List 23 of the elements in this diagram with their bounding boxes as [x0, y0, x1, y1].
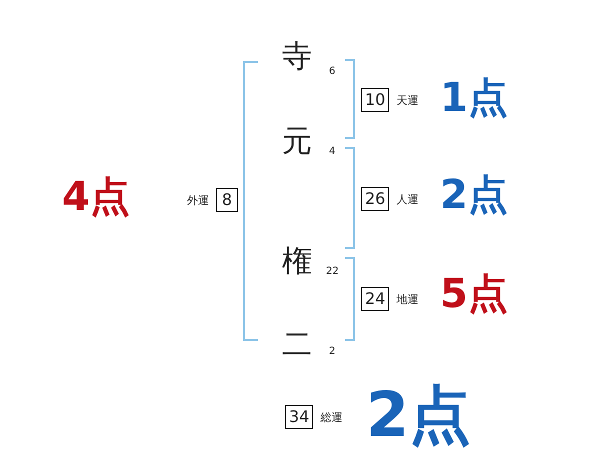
- stroke-total-box: 34: [285, 405, 314, 429]
- fortune-category-label: 天運: [396, 94, 418, 106]
- stroke-count: 6: [329, 67, 336, 77]
- name-character: 元: [282, 127, 312, 157]
- stroke-total-box: 10: [361, 88, 390, 112]
- name-character: 二: [282, 330, 312, 360]
- fortune-category-label: 総運: [320, 412, 342, 422]
- fortune-category-label: 地運: [396, 294, 418, 304]
- score-text: 2点: [366, 384, 472, 446]
- stroke-count: 4: [329, 147, 336, 157]
- name-character: 寺: [282, 42, 312, 72]
- score-text: 1点: [440, 78, 508, 118]
- stroke-count: 2: [329, 347, 336, 357]
- score-text: 4点: [62, 177, 130, 217]
- stroke-count: 22: [326, 267, 339, 277]
- fortune-category-label: 人運: [396, 194, 418, 204]
- stroke-total-box: 24: [361, 287, 390, 311]
- score-text: 5点: [440, 274, 508, 314]
- stroke-total-box: 8: [216, 188, 238, 212]
- fortune-category-label: 外運: [187, 194, 209, 206]
- name-character: 権: [282, 247, 312, 277]
- score-text: 2点: [440, 175, 508, 215]
- stroke-total-box: 26: [361, 187, 390, 211]
